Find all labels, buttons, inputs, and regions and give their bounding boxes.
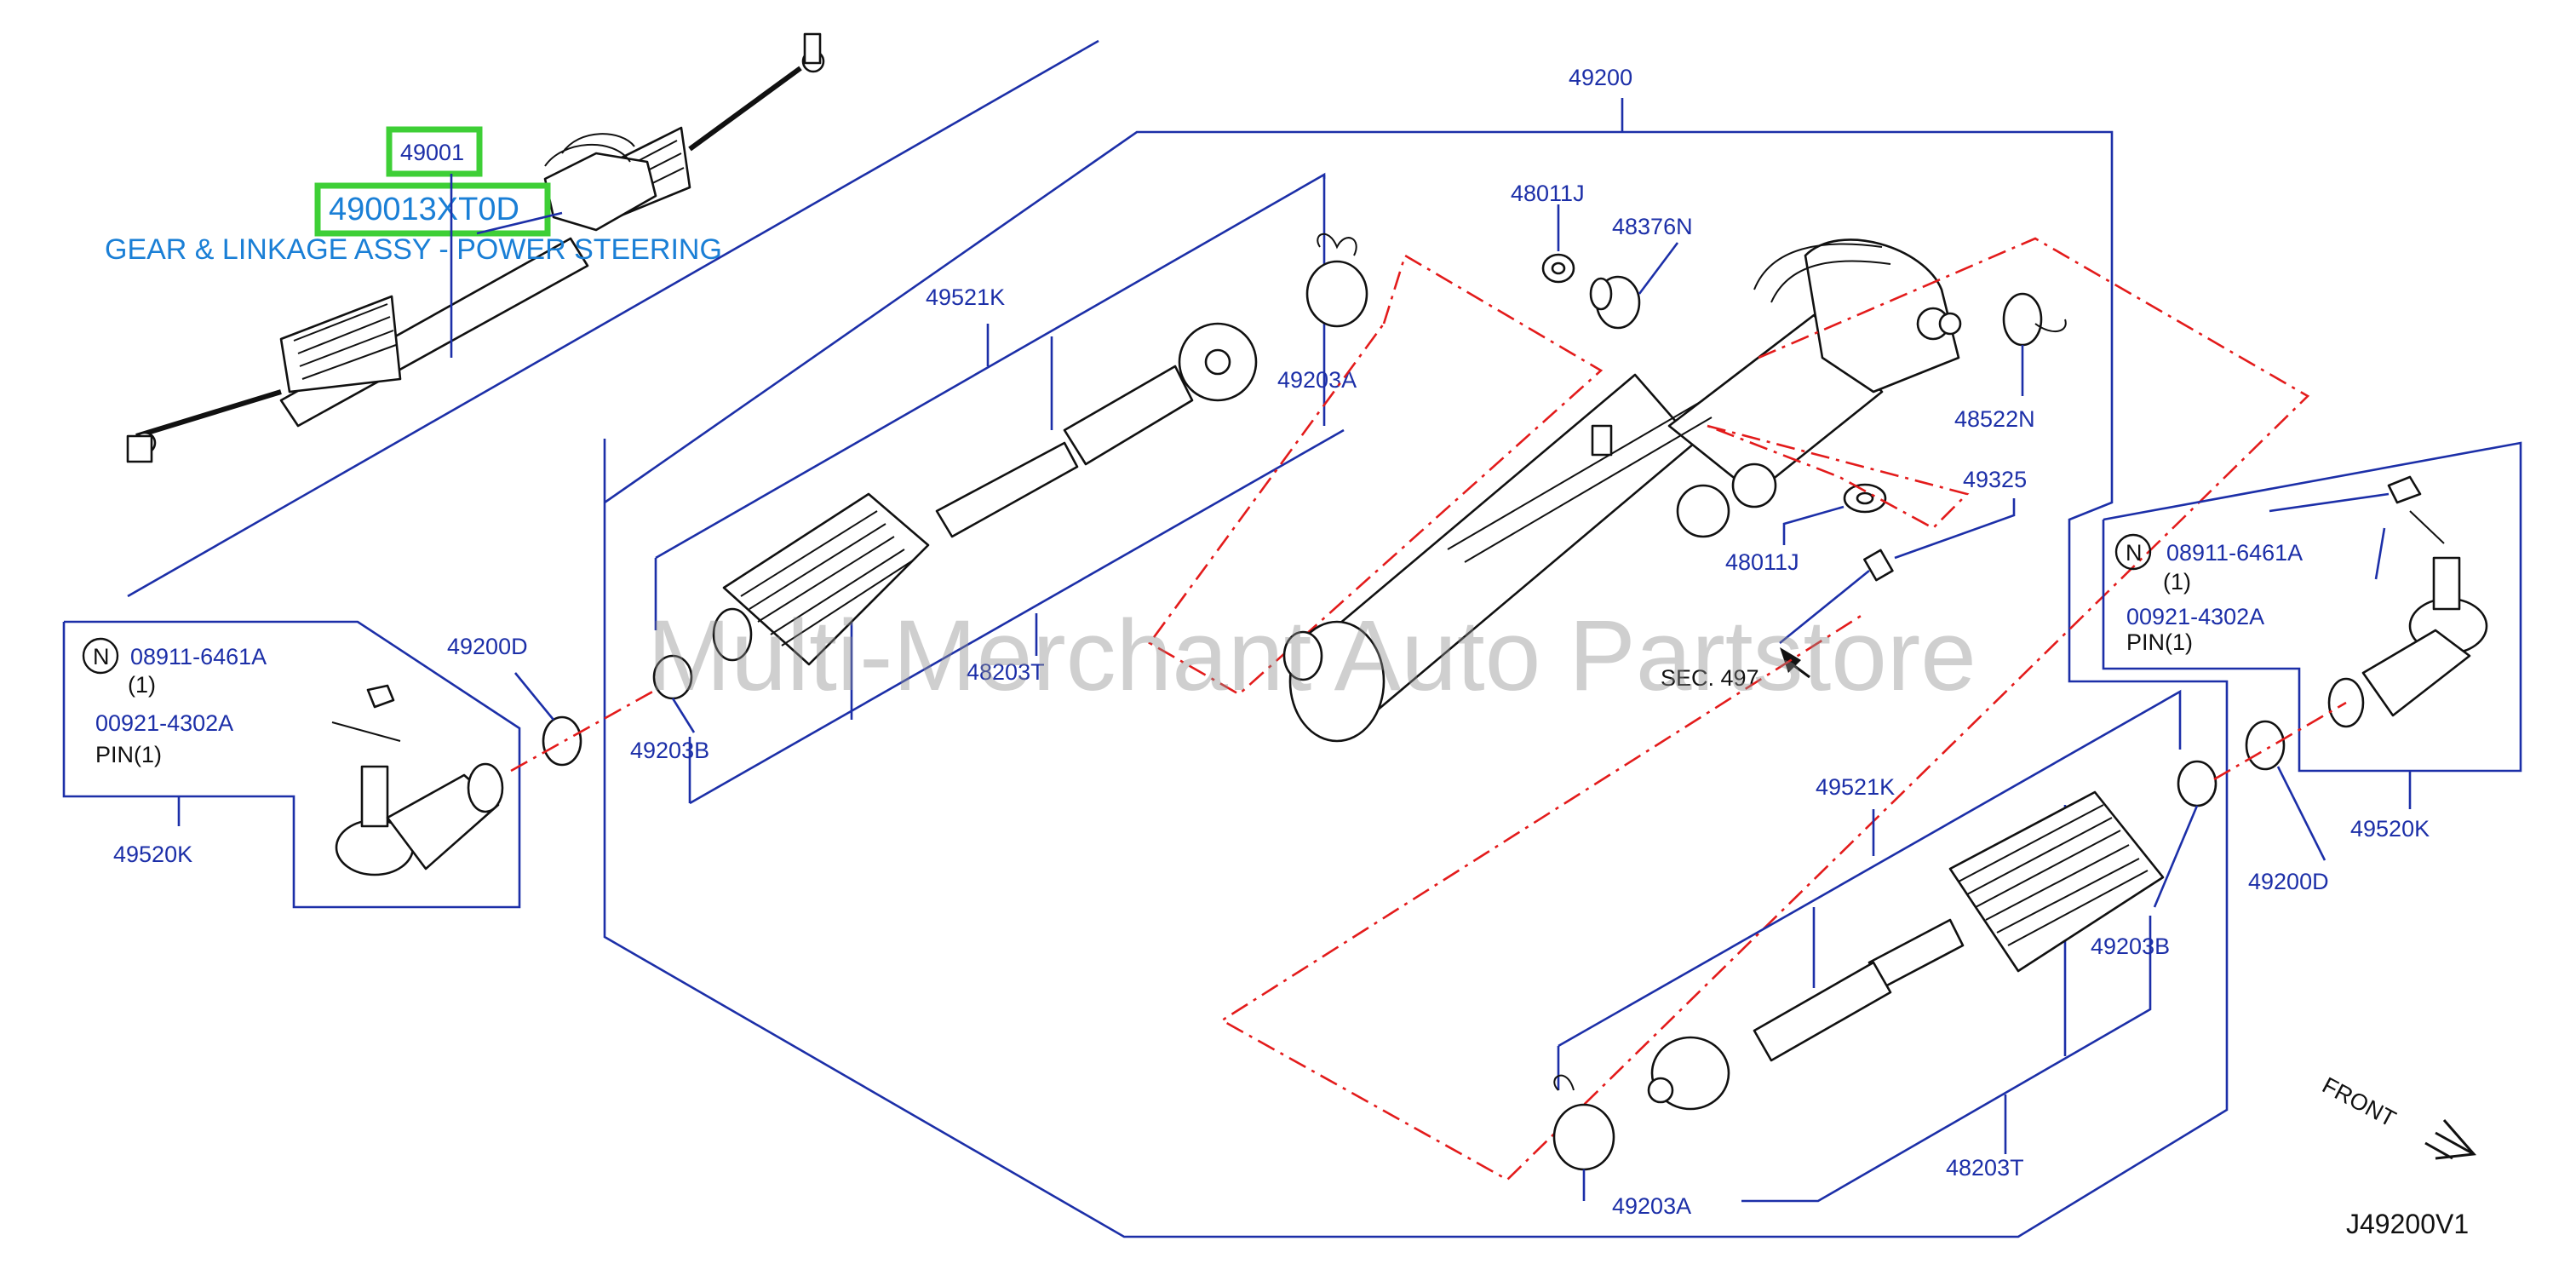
- boot-bracket-bottom: 49521K 48203T: [1557, 689, 2182, 1203]
- dash-group-lower: [1219, 237, 2310, 1181]
- label-49203b-left[interactable]: 49203B: [630, 738, 709, 763]
- left-nut-qty: (1): [128, 672, 156, 698]
- label-48203t-top[interactable]: 48203T: [967, 659, 1045, 685]
- assembly-outline-49200: 49200: [603, 65, 2229, 1238]
- dash-group-top-left: [1148, 254, 1604, 696]
- left-tie-rod-detail: N 08911-6461A (1) 00921-4302A PIN(1) 495…: [62, 620, 521, 909]
- watermark: Multi-Merchant Auto Partstore: [647, 600, 1976, 712]
- right-tie-rod-end[interactable]: 49520K: [2350, 816, 2430, 842]
- clamp-49203a-top: 49203A: [1277, 233, 1368, 393]
- part-number-49001[interactable]: 49001: [400, 140, 464, 165]
- assembled-rack-view: [126, 32, 1099, 598]
- label-49200d-left[interactable]: 49200D: [447, 634, 528, 659]
- front-label: FRONT: [2318, 1072, 2400, 1132]
- dash-right-tie-rod: [2213, 701, 2347, 781]
- assembly-code[interactable]: 490013XT0D: [329, 192, 519, 227]
- label-49203a-top[interactable]: 49203A: [1277, 367, 1357, 393]
- part-48522n: 48522N: [1954, 292, 2067, 432]
- label-49521k-bottom[interactable]: 49521K: [1816, 774, 1895, 800]
- assembly-description: GEAR & LINKAGE ASSY - POWER STEERING: [105, 233, 722, 266]
- right-pin-qty: PIN(1): [2126, 629, 2193, 655]
- right-tie-rod-detail: N 08911-6461A (1) 00921-4302A PIN(1) 495…: [2102, 441, 2522, 842]
- nut-49200d-left: 49200D: [447, 634, 582, 767]
- label-49200d-right[interactable]: 49200D: [2248, 869, 2329, 894]
- left-nut-part[interactable]: 08911-6461A: [130, 644, 267, 669]
- label-sec-497[interactable]: SEC. 497: [1661, 665, 1759, 691]
- left-pin-part[interactable]: 00921-4302A: [95, 710, 233, 736]
- part-48376n: 48376N: [1589, 214, 1693, 330]
- right-pin-part[interactable]: 00921-4302A: [2126, 604, 2264, 629]
- label-49203a-bottom[interactable]: 49203A: [1612, 1193, 1691, 1219]
- left-tie-rod-end[interactable]: 49520K: [113, 842, 192, 867]
- label-49325[interactable]: 49325: [1963, 467, 2027, 492]
- right-nut-part[interactable]: 08911-6461A: [2166, 540, 2303, 566]
- dash-left-tie-rod: [510, 688, 657, 773]
- right-n-mark: N: [2126, 540, 2143, 566]
- boot-top: [712, 322, 1258, 666]
- label-48011j-mid[interactable]: 48011J: [1725, 549, 1799, 575]
- diagram-code: J49200V1: [2346, 1209, 2469, 1239]
- clamp-49203b-left: 49203B: [630, 654, 709, 763]
- right-nut-qty: (1): [2163, 569, 2191, 595]
- label-49203b-right[interactable]: 49203B: [2091, 934, 2170, 959]
- label-48522n[interactable]: 48522N: [1954, 406, 2035, 432]
- label-48203t-bottom[interactable]: 48203T: [1946, 1155, 2024, 1181]
- part-49325: 49325: [1863, 467, 2027, 582]
- left-pin-qty: PIN(1): [95, 742, 162, 767]
- front-indicator: FRONT: [2318, 1072, 2477, 1160]
- label-48011j-top[interactable]: 48011J: [1511, 181, 1585, 206]
- boot-bottom: [1647, 790, 2165, 1111]
- left-n-mark: N: [93, 644, 110, 669]
- dash-group-right: [1707, 424, 1970, 530]
- clamp-49203b-right: 49203B: [2091, 760, 2217, 959]
- clamp-49203a-bottom: 49203A: [1552, 1074, 1691, 1219]
- label-48376n[interactable]: 48376N: [1612, 214, 1693, 239]
- part-48011j-mid: 48011J: [1725, 483, 1887, 575]
- label-49200[interactable]: 49200: [1569, 65, 1632, 90]
- rack-housing: [1282, 238, 1962, 743]
- label-49521k-top[interactable]: 49521K: [926, 284, 1005, 310]
- part-48011j-top: 48011J: [1511, 181, 1585, 284]
- boot-bracket-top: 49521K 48203T: [654, 172, 1345, 805]
- highlighted-assembly[interactable]: 49001 490013XT0D GEAR & LINKAGE ASSY - P…: [105, 126, 722, 358]
- nut-49200d-right: 49200D: [2245, 720, 2329, 894]
